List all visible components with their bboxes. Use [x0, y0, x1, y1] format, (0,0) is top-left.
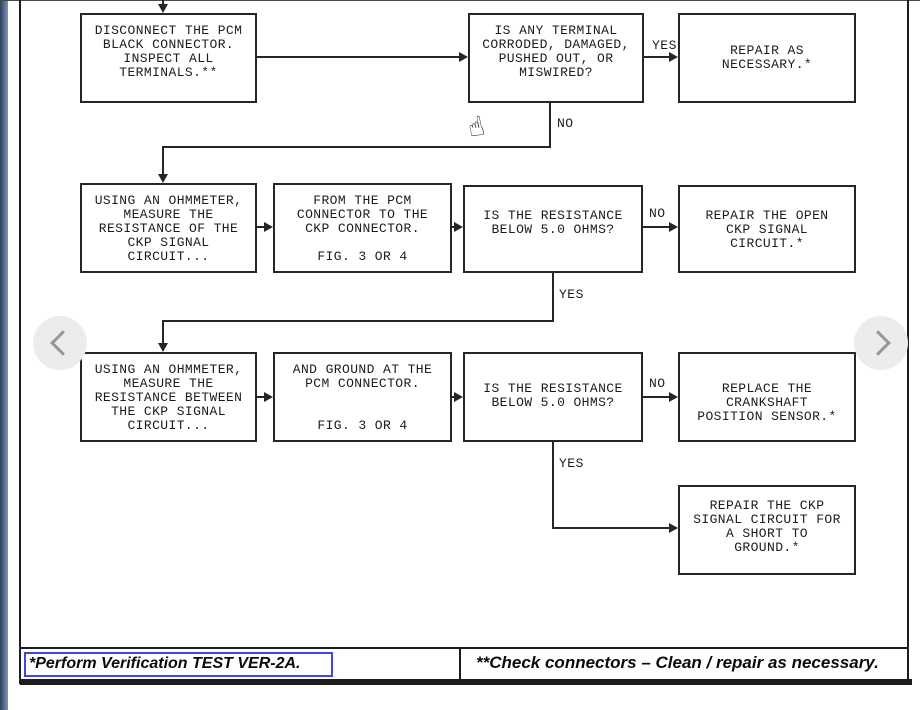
node-terminal-check: IS ANY TERMINAL CORRODED, DAMAGED, PUSHE…	[468, 13, 644, 103]
footer-bottom-border	[20, 679, 912, 685]
arrowhead-row2-a	[264, 222, 273, 232]
edge-label-no-1: NO	[557, 116, 574, 131]
connector-resistance1-no	[643, 226, 669, 228]
connector-row3-a	[257, 396, 265, 398]
connector-resistance1-yes-across	[162, 320, 554, 322]
connector-resistance1-yes-down	[552, 273, 554, 322]
connector-disconnect-to-terminal	[257, 56, 459, 58]
connector-terminal-yes	[644, 56, 669, 58]
arrowhead-measure-ground	[158, 343, 168, 352]
arrowhead-repair-necessary	[669, 52, 678, 62]
connector-resistance2-yes-across	[552, 527, 669, 529]
node-and-ground-at-pcm: AND GROUND AT THE PCM CONNECTOR. FIG. 3 …	[273, 352, 452, 442]
prev-page-button[interactable]	[33, 316, 87, 370]
footnote-check-connectors: **Check connectors – Clean / repair as n…	[476, 653, 879, 672]
node-measure-resistance-ckp: USING AN OHMMETER, MEASURE THE RESISTANC…	[80, 183, 257, 273]
connector-terminal-no-across	[162, 146, 551, 148]
footnote-verification: *Perform Verification TEST VER-2A.	[29, 655, 301, 672]
arrowhead-measure-ckp	[158, 174, 168, 183]
arrowhead-replace-sensor	[669, 392, 678, 402]
node-measure-resistance-ground: USING AN OHMMETER, MEASURE THE RESISTANC…	[80, 352, 257, 442]
connector-resistance2-yes-down	[552, 442, 554, 529]
page-border-right	[907, 0, 909, 682]
connector-top-entry	[162, 0, 164, 7]
top-edge-line	[0, 0, 920, 1]
selection-highlight-box	[24, 652, 333, 677]
node-repair-as-necessary: REPAIR AS NECESSARY.*	[678, 13, 856, 103]
edge-label-yes-2: YES	[559, 287, 584, 302]
edge-label-no-3: NO	[649, 376, 666, 391]
connector-row3-b	[452, 396, 455, 398]
cursor-hand-icon: ☝	[464, 110, 488, 145]
arrowhead-row2-b	[454, 222, 463, 232]
node-disconnect-pcm: DISCONNECT THE PCM BLACK CONNECTOR. INSP…	[80, 13, 257, 103]
node-repair-short-to-ground: REPAIR THE CKP SIGNAL CIRCUIT FOR A SHOR…	[678, 485, 856, 575]
arrowhead-row3-b	[454, 392, 463, 402]
next-page-button[interactable]	[854, 316, 908, 370]
footer-top-border	[20, 647, 909, 649]
node-resistance-check-2: IS THE RESISTANCE BELOW 5.0 OHMS?	[463, 352, 643, 442]
footer-divider	[459, 647, 461, 680]
edge-label-yes-3: YES	[559, 456, 584, 471]
node-repair-open-circuit: REPAIR THE OPEN CKP SIGNAL CIRCUIT.*	[678, 185, 856, 273]
node-from-pcm-to-ckp: FROM THE PCM CONNECTOR TO THE CKP CONNEC…	[273, 183, 452, 273]
node-resistance-check-1: IS THE RESISTANCE BELOW 5.0 OHMS?	[463, 185, 643, 273]
arrowhead-repair-short	[669, 523, 678, 533]
connector-resistance2-no	[643, 396, 669, 398]
connector-resistance1-yes-into	[162, 320, 164, 346]
edge-label-no-2: NO	[649, 206, 666, 221]
node-replace-ckp-sensor: REPLACE THE CRANKSHAFT POSITION SENSOR.*	[678, 352, 856, 442]
arrowhead-repair-open	[669, 222, 678, 232]
page-border-left	[19, 0, 21, 684]
chevron-left-icon	[50, 330, 76, 356]
arrowhead-row3-a	[264, 392, 273, 402]
connector-terminal-no-into	[162, 146, 164, 177]
chevron-right-icon	[865, 330, 891, 356]
arrowhead-terminal	[459, 52, 468, 62]
edge-label-yes-1: YES	[652, 38, 677, 53]
connector-row2-b	[452, 226, 455, 228]
arrowhead-top-entry	[158, 4, 168, 13]
window-edge-strip	[0, 0, 8, 710]
connector-terminal-no-down	[549, 103, 551, 148]
connector-row2-a	[257, 226, 265, 228]
